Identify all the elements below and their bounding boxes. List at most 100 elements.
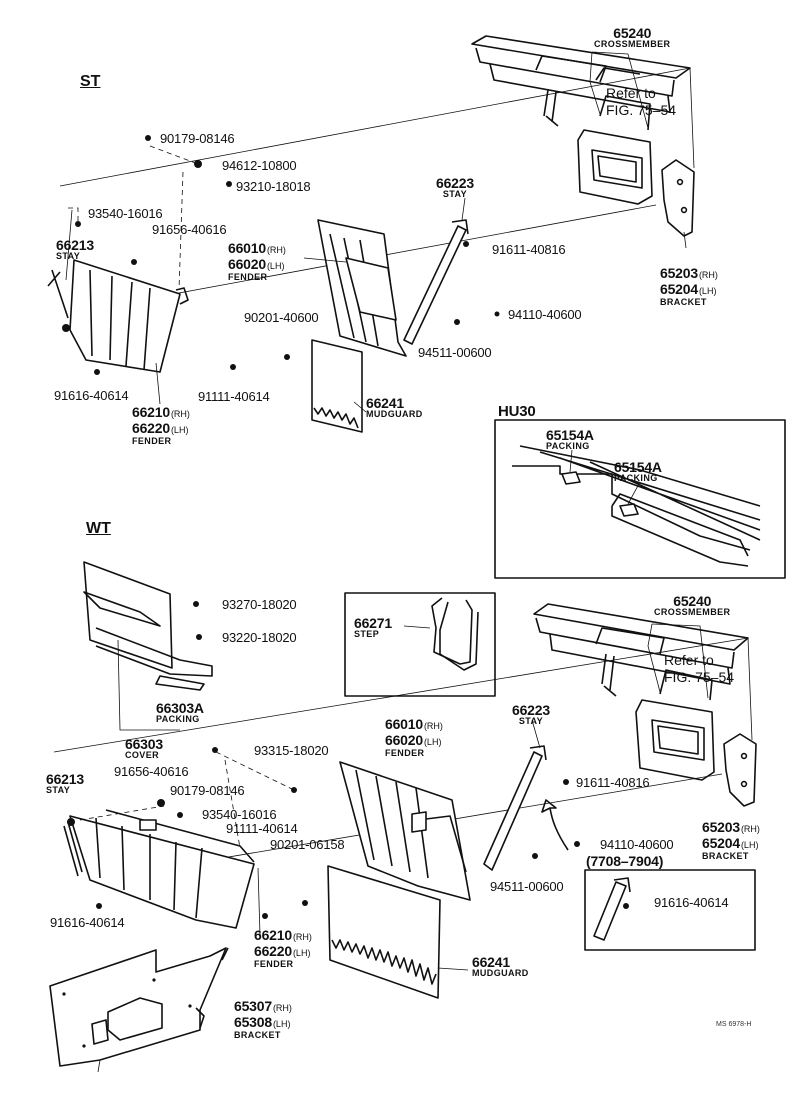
- suffix-rh: (RH): [170, 409, 190, 419]
- part-number-lh: 66020: [228, 256, 266, 272]
- suffix-lh: (LH): [292, 948, 311, 958]
- hu30-inset-drawing: [494, 419, 786, 579]
- part-number: 66303A: [156, 700, 204, 716]
- wt-refer-line1: Refer to: [664, 652, 714, 668]
- suffix-lh: (LH): [423, 737, 442, 747]
- wt-bracket-65307-drawing: [49, 947, 229, 1073]
- wt-label-94511: 94511-00600: [490, 879, 564, 894]
- wt-step-label: 66271 STEP: [354, 616, 392, 639]
- wt-stay-66223-drawing: [483, 719, 580, 871]
- part-number-lh: 65204: [702, 835, 740, 851]
- st-refer-line2: FIG. 75–54: [606, 102, 677, 118]
- part-name: COVER: [125, 750, 160, 760]
- st-label-93540: 93540-16016: [88, 206, 163, 221]
- st-crossmember-label: 65240 CROSSMEMBER: [594, 26, 670, 49]
- part-number: 66241: [366, 395, 404, 411]
- part-name: PACKING: [546, 441, 590, 451]
- wt-stay-l-label: 66213 STAY: [46, 772, 84, 795]
- part-name: STEP: [354, 629, 380, 639]
- wt-label-93315: 93315-18020: [254, 743, 329, 758]
- wt-crossmember-label: 65240 CROSSMEMBER: [654, 594, 730, 617]
- st-label-90179: 90179-08146: [160, 131, 235, 146]
- wt-fender-66010-drawing: [339, 761, 471, 901]
- part-name: MUDGUARD: [366, 409, 423, 419]
- wt-label-91111: 91111-40614: [226, 821, 298, 836]
- st-stay-l-label: 66213 STAY: [56, 238, 94, 261]
- suffix-rh: (RH): [272, 1003, 292, 1013]
- part-number-lh: 66220: [132, 420, 170, 436]
- wt-label-91616-inset: 91616-40614: [654, 895, 729, 910]
- part-number-lh: 66220: [254, 943, 292, 959]
- wt-refer-line2: FIG. 75–54: [664, 669, 735, 685]
- suffix-rh: (RH): [292, 932, 312, 942]
- figure-code: MS 6978-H: [716, 1021, 752, 1028]
- wt-label-90201: 90201-06158: [270, 837, 345, 852]
- part-number: 66303: [125, 736, 163, 752]
- part-name: STAY: [56, 251, 81, 261]
- section-st-heading: ST: [80, 73, 101, 90]
- wt-cover-label: 66303 COVER: [125, 737, 163, 760]
- wt-date-range-heading: (7708–7904): [586, 853, 664, 869]
- st-fender-66010-drawing: [317, 219, 407, 357]
- suffix-rh: (RH): [740, 824, 760, 834]
- part-number-rh: 65307: [234, 998, 272, 1014]
- st-refer-line1: Refer to: [606, 85, 656, 101]
- part-number: 65154A: [546, 427, 594, 443]
- part-number-lh: 66020: [385, 732, 423, 748]
- part-number: 66271: [354, 615, 392, 631]
- st-label-91611: 91611-40816: [492, 242, 566, 257]
- st-label-90201: 90201-40600: [244, 310, 319, 325]
- part-number-rh: 66210: [132, 404, 170, 420]
- wt-crossmember-drawing: [533, 603, 757, 807]
- st-fender-l-label: 66210(RH) 66220(LH) FENDER: [132, 405, 190, 446]
- wt-date-inset-drawing: [584, 869, 756, 951]
- part-name: STAY: [518, 716, 544, 726]
- part-number: 66213: [56, 237, 94, 253]
- section-wt-heading: WT: [86, 520, 111, 537]
- part-name: CROSSMEMBER: [654, 607, 731, 617]
- st-label-91616: 91616-40614: [54, 388, 129, 403]
- suffix-rh: (RH): [698, 270, 718, 280]
- suffix-rh: (RH): [266, 245, 286, 255]
- part-number: 66223: [436, 175, 474, 191]
- st-stay-66223-drawing: [403, 197, 500, 345]
- wt-bracket-low-label: 65307(RH) 65308(LH) BRACKET: [234, 999, 292, 1040]
- wt-step-inset-drawing: [344, 592, 496, 697]
- wt-label-91656: 91656-40616: [114, 764, 189, 779]
- st-mudguard-label: 66241 MUDGUARD: [366, 396, 423, 419]
- wt-label-93220: 93220-18020: [222, 630, 297, 645]
- suffix-lh: (LH): [266, 261, 285, 271]
- suffix-lh: (LH): [698, 286, 717, 296]
- suffix-lh: (LH): [740, 840, 759, 850]
- hu30-packing1-label: 65154A PACKING: [546, 428, 594, 451]
- wt-fender-l-label: 66210(RH) 66220(LH) FENDER: [254, 928, 312, 969]
- wt-mudguard-label: 66241 MUDGUARD: [472, 955, 529, 978]
- st-fender-66210-drawing: [47, 135, 236, 375]
- part-number-rh: 65203: [660, 265, 698, 281]
- suffix-lh: (LH): [170, 425, 189, 435]
- part-name: FENDER: [254, 959, 294, 969]
- part-name: CROSSMEMBER: [594, 39, 671, 49]
- wt-stay-r-label: 66223 STAY: [512, 703, 550, 726]
- part-number: 65240: [673, 593, 712, 609]
- st-label-91656: 91656-40616: [152, 222, 227, 237]
- wt-label-90179: 90179-08146: [170, 783, 245, 798]
- wt-bracket-label: 65203(RH) 65204(LH) BRACKET: [702, 820, 760, 861]
- wt-fender-66210-drawing: [63, 747, 297, 936]
- st-label-94511: 94511-00600: [418, 345, 492, 360]
- st-bracket-label: 65203(RH) 65204(LH) BRACKET: [660, 266, 718, 307]
- st-mudguard-drawing: [284, 339, 363, 433]
- part-number: 65240: [613, 25, 652, 41]
- part-number-rh: 66010: [228, 240, 266, 256]
- suffix-lh: (LH): [272, 1019, 291, 1029]
- part-name: BRACKET: [234, 1030, 281, 1040]
- part-name: BRACKET: [660, 297, 707, 307]
- section-hu30-heading: HU30: [498, 403, 536, 420]
- part-name: FENDER: [228, 272, 268, 282]
- part-number: 65154A: [614, 459, 662, 475]
- wt-label-93540: 93540-16016: [202, 807, 277, 822]
- part-number: 66213: [46, 771, 84, 787]
- part-name: MUDGUARD: [472, 968, 529, 978]
